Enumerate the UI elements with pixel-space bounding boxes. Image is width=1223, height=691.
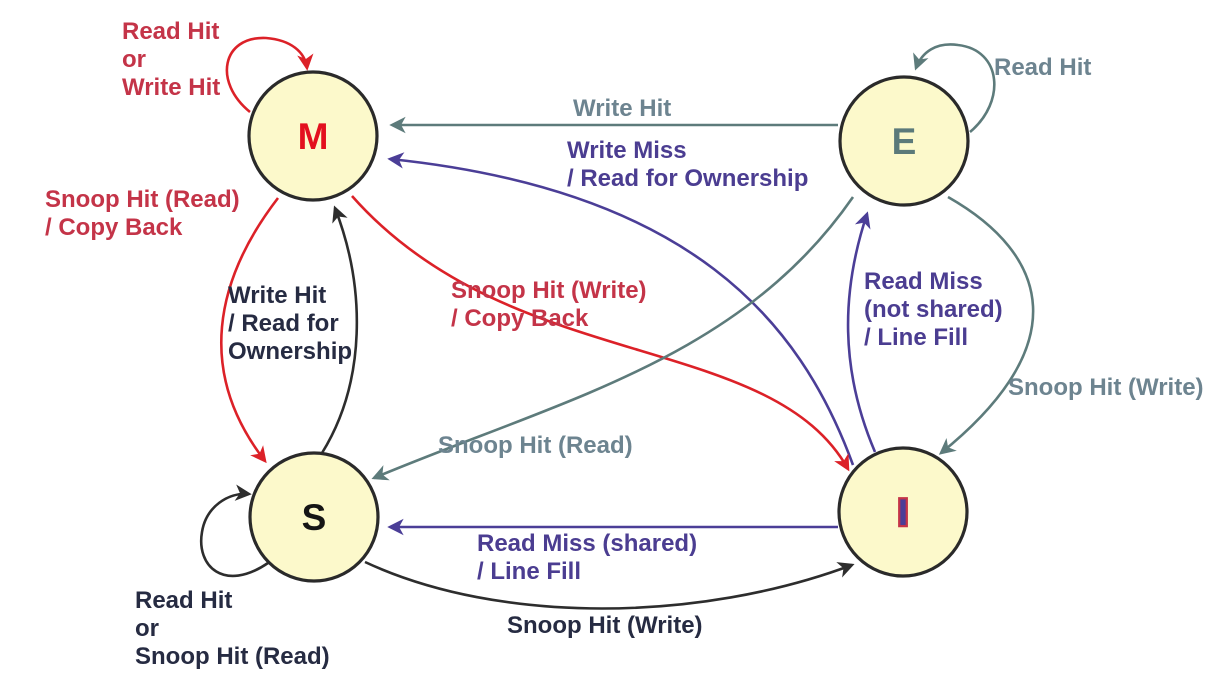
state-letter-m: M [298, 116, 329, 157]
edge-s-to-i-arrow [364, 560, 855, 610]
state-circle-m [247, 70, 379, 202]
state-letter-i-outline: I [898, 492, 908, 533]
state-letter-i: I [898, 492, 908, 533]
state-node-s: S [248, 451, 380, 583]
label-line: / Line Fill [864, 324, 969, 351]
label-line: / Read for [228, 310, 339, 337]
label-m-to-s: Snoop Hit (Read) / Copy Back [45, 186, 240, 242]
label-line: Snoop Hit (Write) [507, 612, 703, 639]
state-node-m: M [247, 70, 379, 202]
state-circle-e [838, 75, 970, 207]
state-letter-e: E [892, 121, 917, 162]
edge-i-to-m-arrow [387, 152, 855, 466]
label-line: Read Hit [994, 54, 1092, 81]
label-line: Read Hit [122, 18, 220, 45]
label-line: (not shared) [864, 296, 1003, 323]
label-line: or [135, 615, 159, 642]
state-node-i: I I [837, 446, 969, 578]
label-line: or [122, 46, 146, 73]
label-line: Write Hit [122, 74, 221, 101]
label-s-to-m: Write Hit / Read for Ownership [228, 282, 352, 366]
label-e-self: Read Hit [994, 54, 1091, 82]
edge-e-to-i-arrow [938, 195, 1035, 455]
label-s-self: Read Hit or Snoop Hit (Read) [135, 587, 330, 671]
state-circle-i [837, 446, 969, 578]
state-letter-s: S [302, 497, 327, 538]
label-line: / Line Fill [477, 558, 582, 585]
label-line: Read Hit [135, 587, 233, 614]
label-line: Snoop Hit (Read) [438, 432, 633, 459]
edge-i-to-e-arrow [846, 211, 877, 453]
edge-m-to-i-arrow [351, 195, 850, 472]
edge-s-self-loop-arrow [199, 484, 269, 578]
state-node-e: E [838, 75, 970, 207]
label-e-to-m: Write Hit [573, 95, 671, 123]
label-i-to-s: Read Miss (shared) / Line Fill [477, 530, 697, 586]
edge-s-to-m-arrow [320, 205, 359, 454]
label-line: Snoop Hit (Write) [1008, 374, 1204, 401]
state-circle-s [248, 451, 380, 583]
label-m-to-i: Snoop Hit (Write) / Copy Back [451, 277, 647, 333]
label-i-to-m: Write Miss / Read for Ownership [567, 137, 808, 193]
label-line: / Copy Back [45, 214, 183, 241]
label-e-to-s: Snoop Hit (Read) [438, 432, 633, 460]
label-line: Snoop Hit (Read) [135, 643, 330, 670]
label-line: Snoop Hit (Write) [451, 277, 647, 304]
label-line: Read Miss [864, 268, 983, 295]
label-i-to-e: Read Miss (not shared) / Line Fill [864, 268, 1003, 352]
label-line: / Copy Back [451, 305, 589, 332]
label-line: Write Hit [228, 282, 327, 309]
label-line: Write Miss [567, 137, 687, 164]
edge-e-to-s-arrow [371, 196, 855, 481]
label-line: / Read for Ownership [567, 165, 809, 192]
label-line: Snoop Hit (Read) [45, 186, 240, 213]
label-line: Write Hit [573, 95, 672, 122]
edge-m-to-s-arrow [219, 197, 280, 464]
edge-m-self-loop-arrow [225, 36, 314, 114]
label-line: Read Miss (shared) [477, 530, 698, 557]
edge-e-self-loop-arrow [913, 43, 996, 133]
label-m-self: Read Hit or Write Hit [122, 18, 220, 102]
label-s-to-i: Snoop Hit (Write) [507, 612, 703, 640]
label-e-to-i: Snoop Hit (Write) [1008, 374, 1204, 402]
label-line: Ownership [228, 338, 353, 365]
